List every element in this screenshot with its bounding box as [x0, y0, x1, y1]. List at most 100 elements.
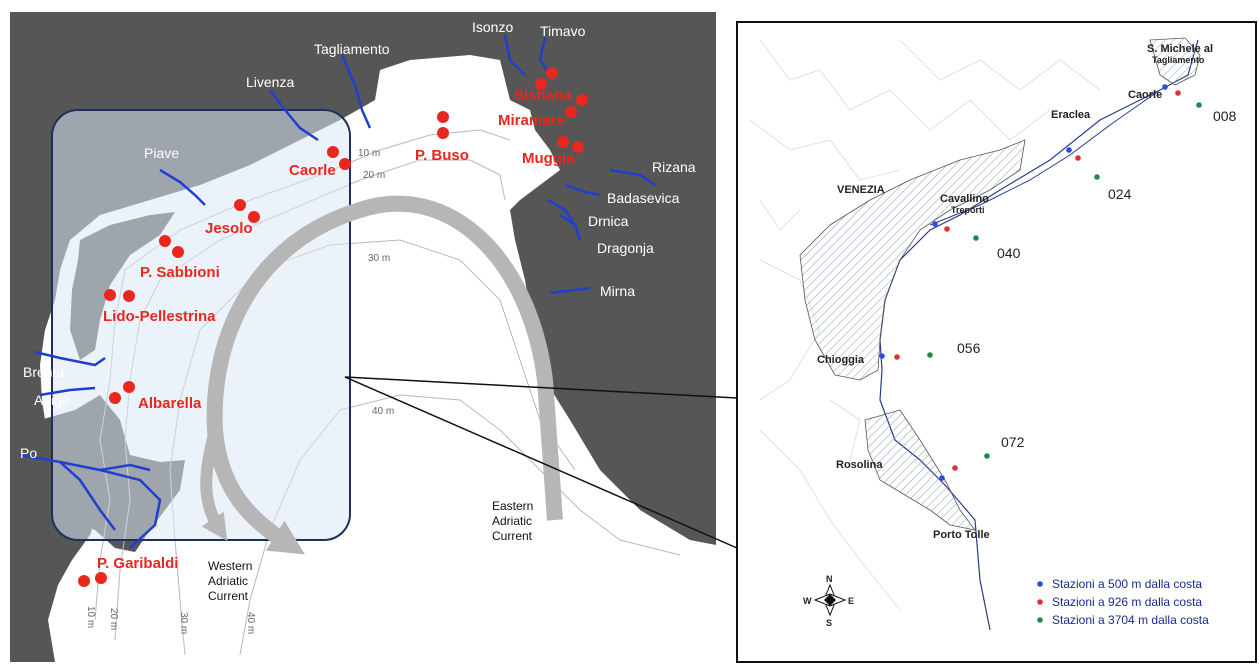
site-label: Jesolo [205, 220, 253, 237]
currents [200, 195, 563, 555]
transect-label: 008 [1213, 108, 1237, 124]
river-label: Livenza [246, 74, 294, 90]
zoom-connectors [344, 376, 738, 549]
river-badasevica [564, 183, 601, 197]
station-024-3704 [1094, 174, 1100, 180]
station-040-926 [944, 226, 950, 232]
site-label: Miramare [498, 112, 565, 129]
town-label: Rosolina [836, 459, 883, 471]
station-056-3704 [927, 352, 933, 358]
river-po-branch2 [99, 463, 151, 472]
compass-s: S [826, 618, 832, 628]
current-label-line: Current [492, 529, 533, 543]
depth-label: 20 m [108, 608, 119, 630]
site-label: P. Buso [415, 147, 469, 164]
river-isonzo [503, 34, 526, 76]
river-label: Tagliamento [314, 41, 390, 57]
river-label: Adige [34, 392, 70, 408]
site-label: Caorle [289, 162, 336, 179]
current-labels: Western Adriatic Current Eastern Adriati… [208, 499, 533, 603]
dot-muggia-1 [557, 136, 569, 148]
current-label-line: Current [208, 589, 249, 603]
compass-n: N [826, 574, 833, 584]
station-040-500 [932, 221, 938, 227]
compass-w: W [803, 596, 812, 606]
depth-label: 40 m [245, 612, 256, 634]
depth-label: 30 m [178, 612, 189, 634]
connector-line [344, 376, 738, 549]
site-label: Lido-Pellestrina [103, 308, 216, 325]
dot-psabbioni-2 [172, 246, 184, 258]
station-024-926 [1075, 155, 1081, 161]
istria-land [510, 200, 700, 540]
river-rizana [609, 168, 656, 187]
town-label: Cavallino [940, 193, 989, 205]
town-label: S. Michele al [1147, 43, 1213, 55]
depth-label: 10 m [358, 148, 380, 159]
river-label: Badasevica [607, 190, 680, 206]
town-label: Chioggia [817, 354, 865, 366]
dot-miramare-2 [576, 94, 588, 106]
site-label: P. Garibaldi [97, 555, 178, 572]
river-label: Mirna [600, 283, 635, 299]
station-008-926 [1175, 90, 1181, 96]
compass-e: E [848, 596, 854, 606]
transect-label: 072 [1001, 434, 1025, 450]
station-024-500 [1066, 147, 1072, 153]
river-label: Rizana [652, 159, 696, 175]
dot-albarella-2 [109, 392, 121, 404]
station-072-3704 [984, 453, 990, 459]
wac-arrow [206, 195, 563, 555]
transect-label: 040 [997, 245, 1021, 261]
station-056-500 [879, 353, 885, 359]
river-livenza [269, 89, 319, 142]
right-map: S. Michele al Tagliamento Caorle Eraclea… [736, 21, 1257, 663]
transect-labels: 008 024 040 056 072 [957, 108, 1237, 450]
connector-line [344, 376, 738, 399]
station-008-3704 [1196, 102, 1202, 108]
dot-sistiana-2 [546, 67, 558, 79]
river-brenta [34, 350, 106, 367]
wac-branch-arrow [200, 428, 228, 541]
station-040-3704 [973, 235, 979, 241]
site-labels: Sistiana Miramare Muggia P. Buso Caorle … [97, 87, 575, 572]
town-label: VENEZIA [837, 184, 885, 196]
station-008-500 [1162, 84, 1168, 90]
legend: Stazioni a 500 m dalla costa Stazioni a … [1037, 577, 1209, 627]
town-label: Porto Tolle [933, 529, 990, 541]
site-label: Albarella [138, 395, 202, 412]
dot-pbuso-2 [437, 127, 449, 139]
station-056-926 [894, 354, 900, 360]
town-label: Eraclea [1051, 109, 1091, 121]
river-po-branch [59, 461, 116, 531]
river-timavo [538, 37, 552, 76]
dot-muggia-2 [572, 141, 584, 153]
dot-lido-2 [123, 290, 135, 302]
site-label: Muggia [522, 150, 575, 167]
depth-labels: 10 m 20 m 30 m 40 m 10 m 20 m 30 m 40 m [85, 148, 394, 634]
legend-marker-3704 [1037, 617, 1043, 623]
station-072-500 [939, 475, 945, 481]
dot-miramare-1 [565, 106, 577, 118]
current-label-line: Eastern [492, 499, 533, 513]
river-piave [159, 168, 206, 206]
transect-label: 024 [1108, 186, 1132, 202]
town-label: Caorle [1128, 89, 1162, 101]
current-label-western: Western Adriatic Current [208, 559, 256, 603]
po-delta-lagoon [864, 409, 976, 531]
current-label-line: Adriatic [208, 574, 248, 588]
legend-label: Stazioni a 3704 m dalla costa [1052, 613, 1209, 627]
compass-icon: N S E W [803, 574, 854, 628]
dot-albarella-1 [123, 381, 135, 393]
dot-pgaribaldi-2 [95, 572, 107, 584]
site-label: P. Sabbioni [140, 264, 220, 281]
river-label: Drnica [588, 213, 629, 229]
current-label-line: Adriatic [492, 514, 532, 528]
river-label: Isonzo [472, 19, 513, 35]
depth-label: 10 m [85, 606, 96, 628]
site-dots [78, 67, 588, 587]
dot-caorle-2 [339, 158, 351, 170]
town-labels: S. Michele al Tagliamento Caorle Eraclea… [817, 43, 1213, 541]
river-adige [39, 386, 96, 397]
